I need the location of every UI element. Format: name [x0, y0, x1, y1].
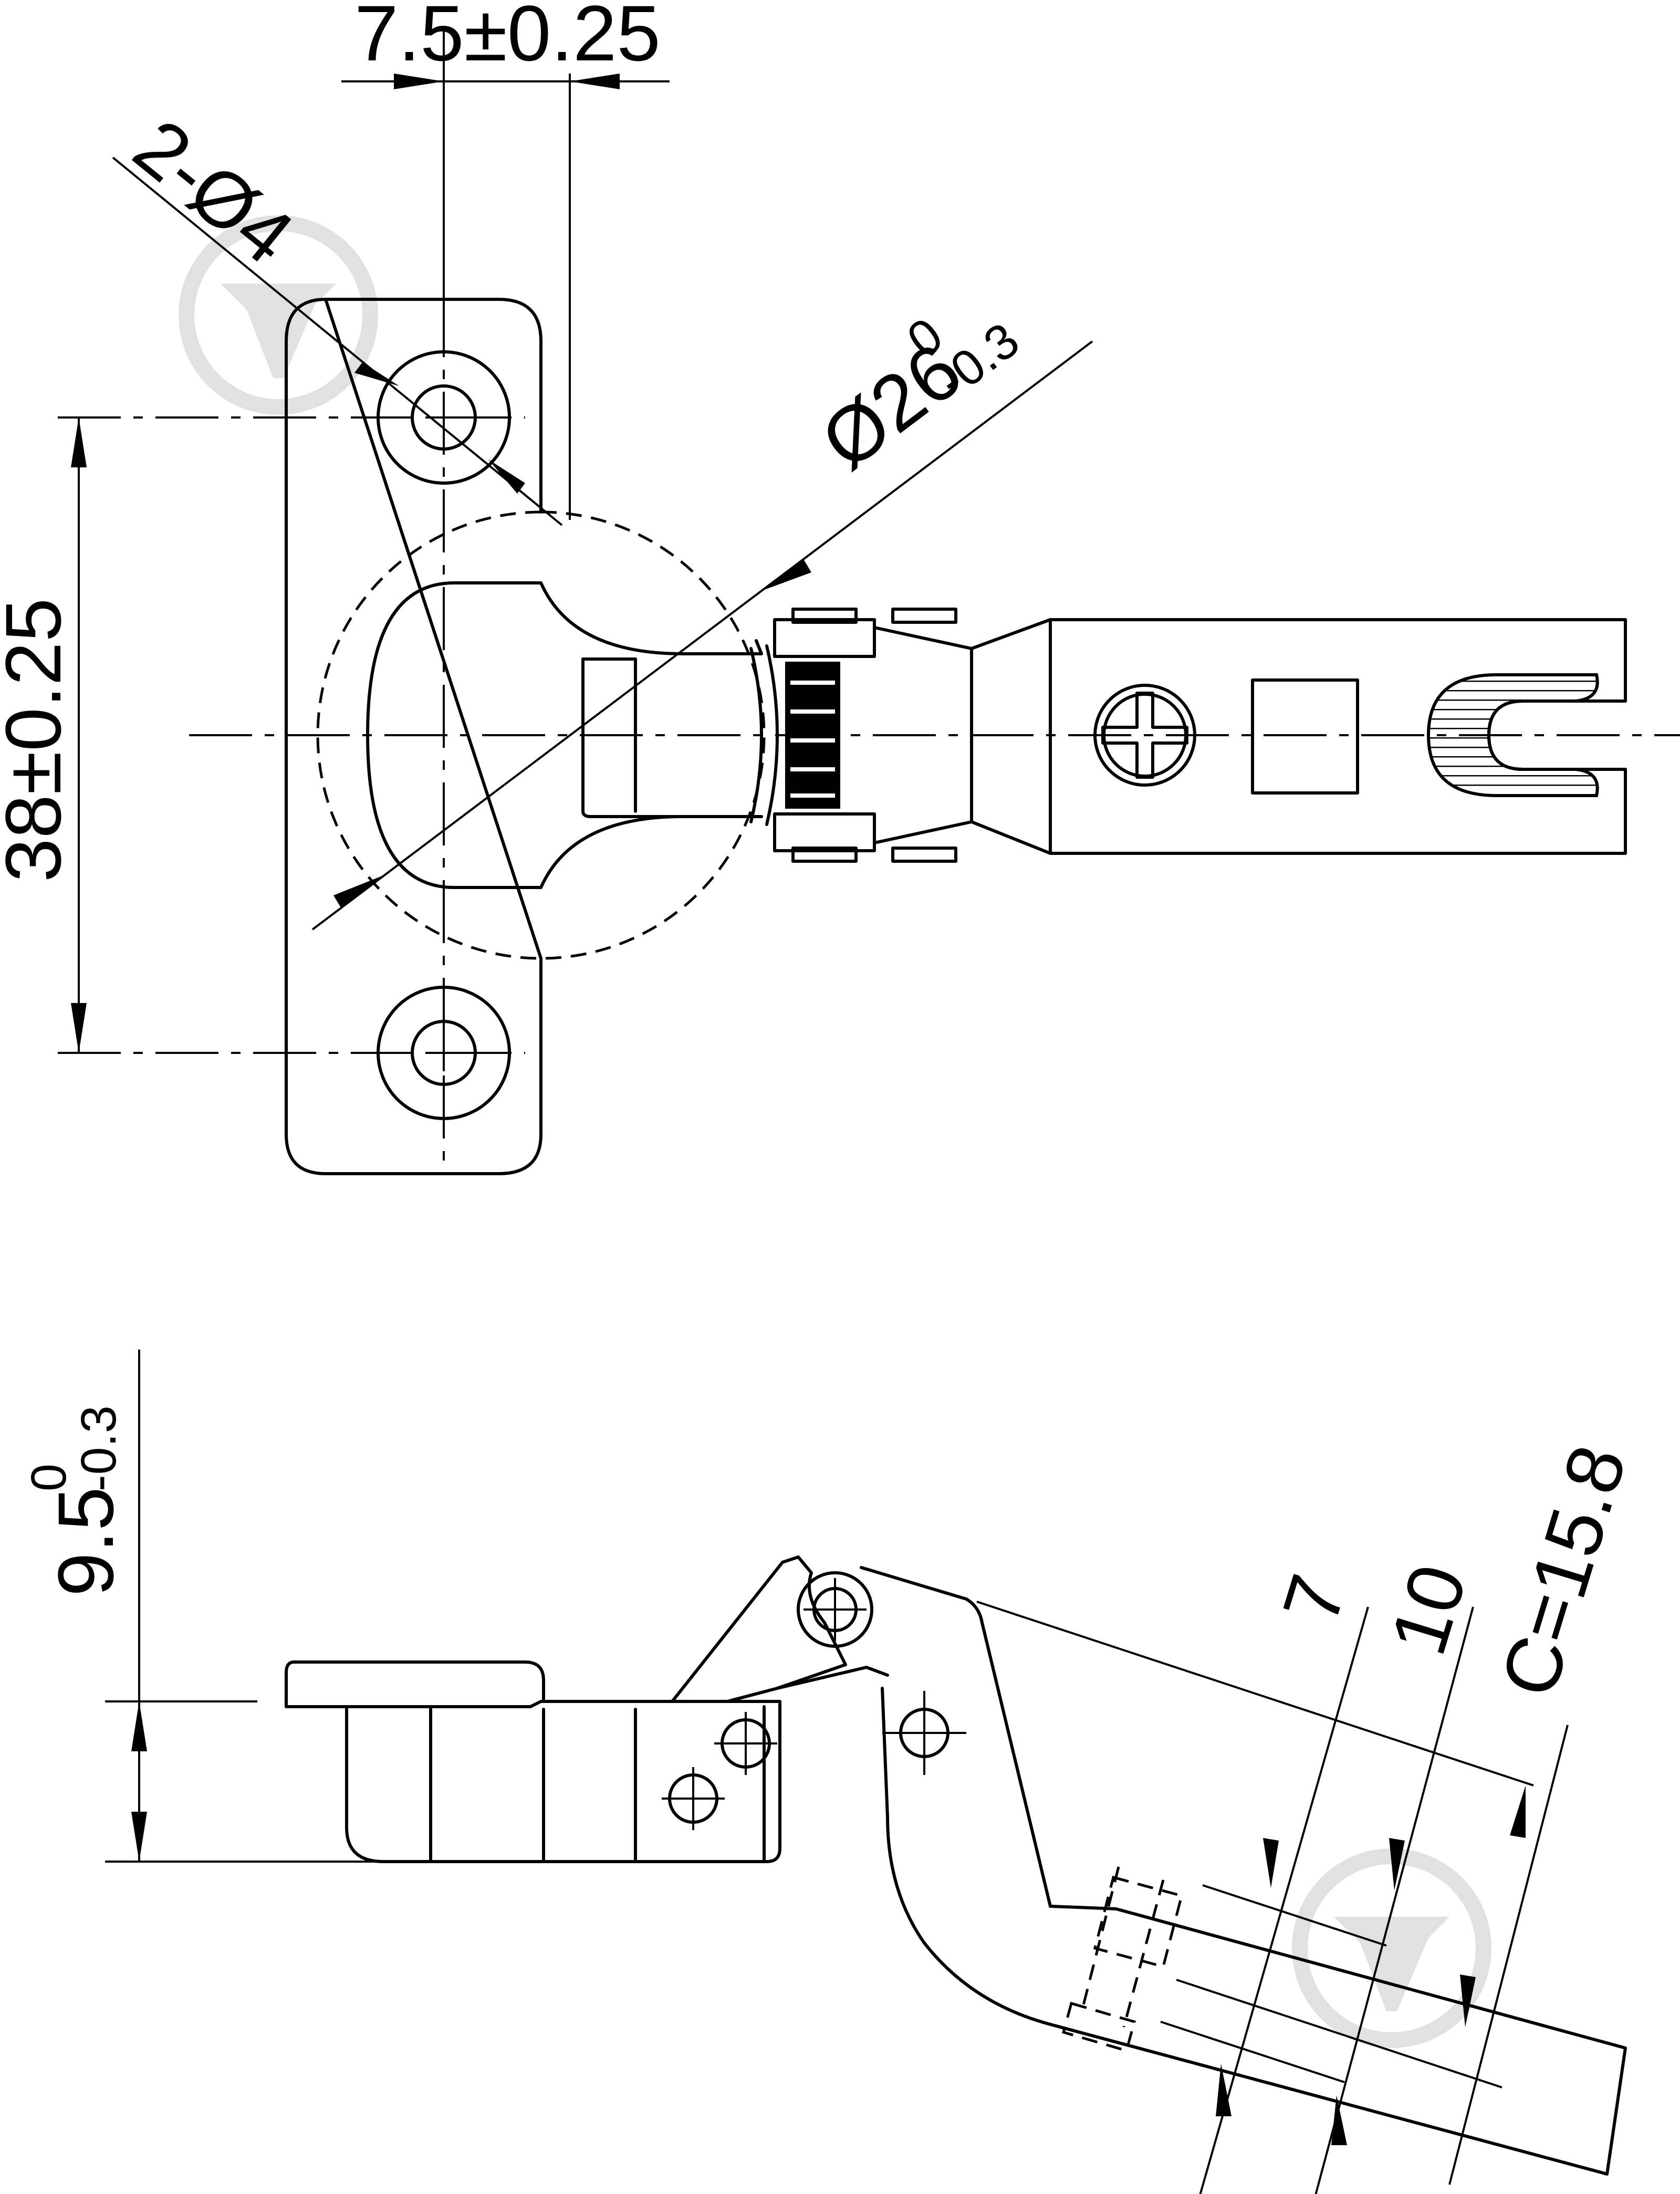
- link-arm: [671, 1555, 847, 1703]
- dim-depth-main: 9.5: [41, 1487, 130, 1596]
- side-screw-marker-2: [714, 1712, 777, 1775]
- top-view: 7.5±0.25 2-Ø4 Ø26 0 -0.3 38±0.25: [0, 0, 1680, 1175]
- dim-depth-lower: -0.3: [71, 1405, 127, 1491]
- dimension-width: [341, 32, 670, 520]
- pivot-pin-middle: [882, 1691, 966, 1775]
- dimension-height: [71, 417, 87, 1053]
- dim-c-label: C=15.8: [1484, 1436, 1643, 1707]
- dimension-cup: [311, 340, 1093, 931]
- dimension-holes: [112, 156, 563, 526]
- dimension-10: [1314, 1606, 1474, 2194]
- cup-outline-hidden: [540, 510, 766, 960]
- watermark-top-logo-icon: [179, 215, 378, 415]
- dim-depth-upper: 0: [21, 1464, 77, 1491]
- dimension-depth: [105, 1350, 378, 1863]
- dim-height-label: 38±0.25: [0, 598, 77, 882]
- side-screw-marker-1: [662, 1767, 725, 1830]
- side-view: 9.5 0 -0.3 7 10 C=15.8: [21, 1350, 1643, 2194]
- arm-body: [873, 618, 1627, 855]
- square-cutout: [1251, 678, 1359, 795]
- main-arm-side: [860, 1566, 1627, 2176]
- dim-10-label: 10: [1373, 1555, 1483, 1665]
- cup-body-side: [285, 1660, 781, 1863]
- adjusting-screw-side-hidden: [1061, 1866, 1184, 2053]
- pivot-pin-top: [797, 1571, 873, 1648]
- dimension-7: [1199, 1606, 1369, 2194]
- dim-width-label: 7.5±0.25: [354, 0, 661, 77]
- dim-7-label: 7: [1266, 1565, 1363, 1633]
- dimension-c: [1448, 1725, 1569, 2185]
- watermark-bottom-logo-icon: [1292, 1848, 1491, 2048]
